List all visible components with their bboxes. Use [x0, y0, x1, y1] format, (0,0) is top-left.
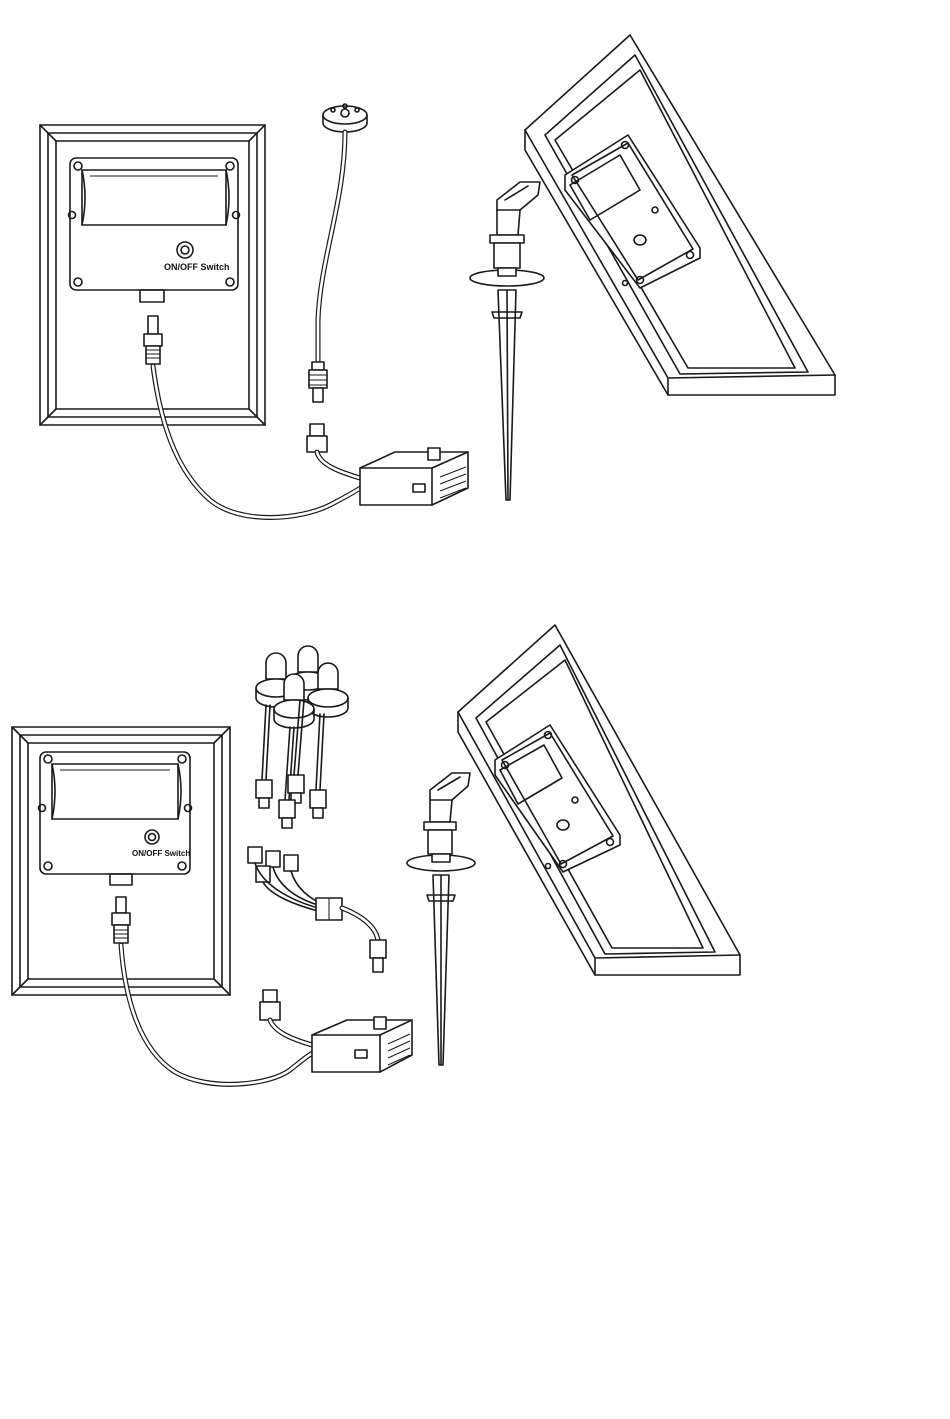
pump-connector-bottom: [260, 990, 312, 1045]
on-off-switch-label-top: ON/OFF Switch: [164, 262, 230, 272]
pump-bottom: [312, 1017, 412, 1072]
pump-top: [360, 448, 468, 505]
diagram-top: ON/OFF Switch: [40, 35, 835, 518]
pump-connector-top: [307, 424, 360, 478]
panel-cable-top: [153, 366, 365, 518]
panel-connector-top: [144, 316, 162, 364]
panel-connector-bottom: [112, 897, 130, 943]
on-off-switch-label-bottom: ON/OFF Switch: [132, 849, 190, 858]
solar-panel-angled-top: [525, 35, 835, 395]
diagram-bottom: ON/OFF Switch: [12, 625, 740, 1084]
led-lights-group: [256, 646, 348, 828]
cable-splitter: [248, 847, 386, 972]
solar-panel-angled-bottom: [458, 625, 740, 975]
panel-cable-bottom: [121, 945, 318, 1084]
led-light-top: [309, 104, 367, 402]
stake-nozzle-bottom: [407, 773, 475, 1065]
stake-nozzle-top: [470, 182, 544, 500]
